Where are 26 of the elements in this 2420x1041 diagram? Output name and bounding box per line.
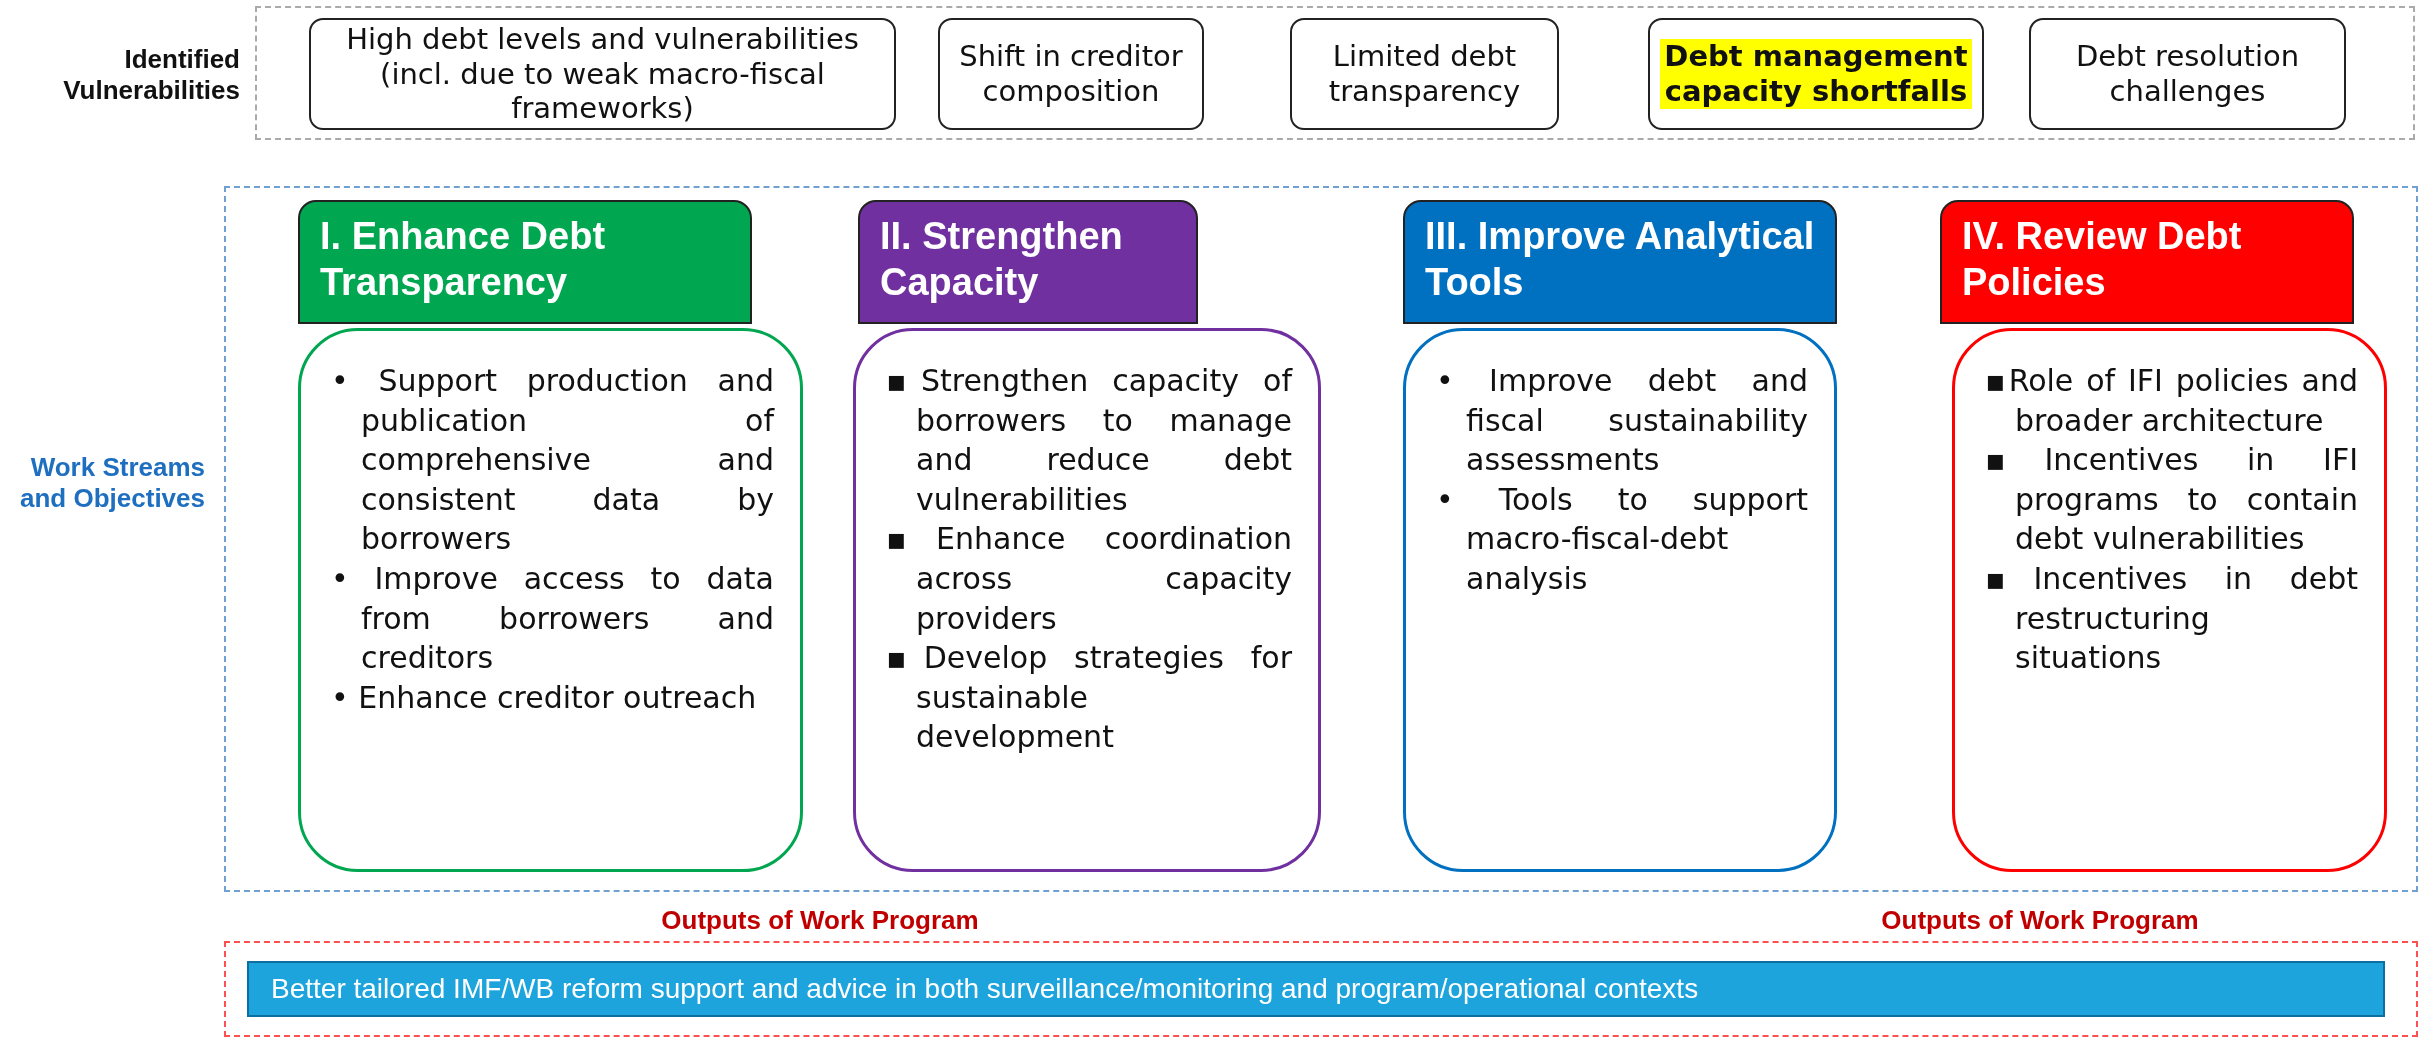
stream-card [1403, 328, 1837, 872]
stream-card [853, 328, 1321, 872]
stream-card [298, 328, 803, 872]
stream-header: II. Strengthen Capacity [858, 200, 1198, 324]
stream-header: I. Enhance Debt Transparency [298, 200, 752, 324]
bullet-item: • Tools to support macro-fiscal-debt analysis [1436, 480, 1808, 598]
band-heading: Work Streams and Objectives [19, 452, 205, 514]
bullet-item: • Improve debt and fiscal sustainability assessments [1436, 362, 1808, 480]
band-heading: Outputs of Work Program [660, 905, 980, 936]
band-heading: Outputs of Work Program [1880, 905, 2200, 936]
vulnerability-box: Shift in creditor composition [938, 18, 1204, 130]
vulnerability-box: Debt management capacity shortfalls [1648, 18, 1984, 130]
bullet-item: ▪Role of IFI policies and broader architecture [1985, 362, 2358, 440]
bullet-item: ▪Strengthen capacity of borrowers to manage and reduce debt vulnerabilities [886, 362, 1292, 519]
bullet-item: ▪Develop strategies for sustainable development [886, 639, 1292, 757]
stream-header: IV. Review Debt Policies [1940, 200, 2354, 324]
stream-header: III. Improve Analytical Tools [1403, 200, 1837, 324]
vulnerability-box: Debt resolution challenges [2029, 18, 2346, 130]
bullet-item: • Enhance creditor outreach [331, 678, 758, 717]
bullet-item: • Support production and publication of comprehensive and consistent data by borrowers [331, 362, 774, 559]
bullet-item: • Improve access to data from borrowers and creditors [331, 559, 774, 678]
band-heading: Identified Vulnerabilities [62, 44, 240, 106]
vulnerability-box: Limited debt transparency [1290, 18, 1559, 130]
stream-card [1952, 328, 2387, 872]
output-bar: Better tailored IMF/WB reform support and advice in both surveillance/monitoring and program/operational contexts [247, 961, 2385, 1017]
vulnerability-box: High debt levels and vulnerabilities (incl. due to weak macro-fiscal frameworks) [309, 18, 896, 130]
